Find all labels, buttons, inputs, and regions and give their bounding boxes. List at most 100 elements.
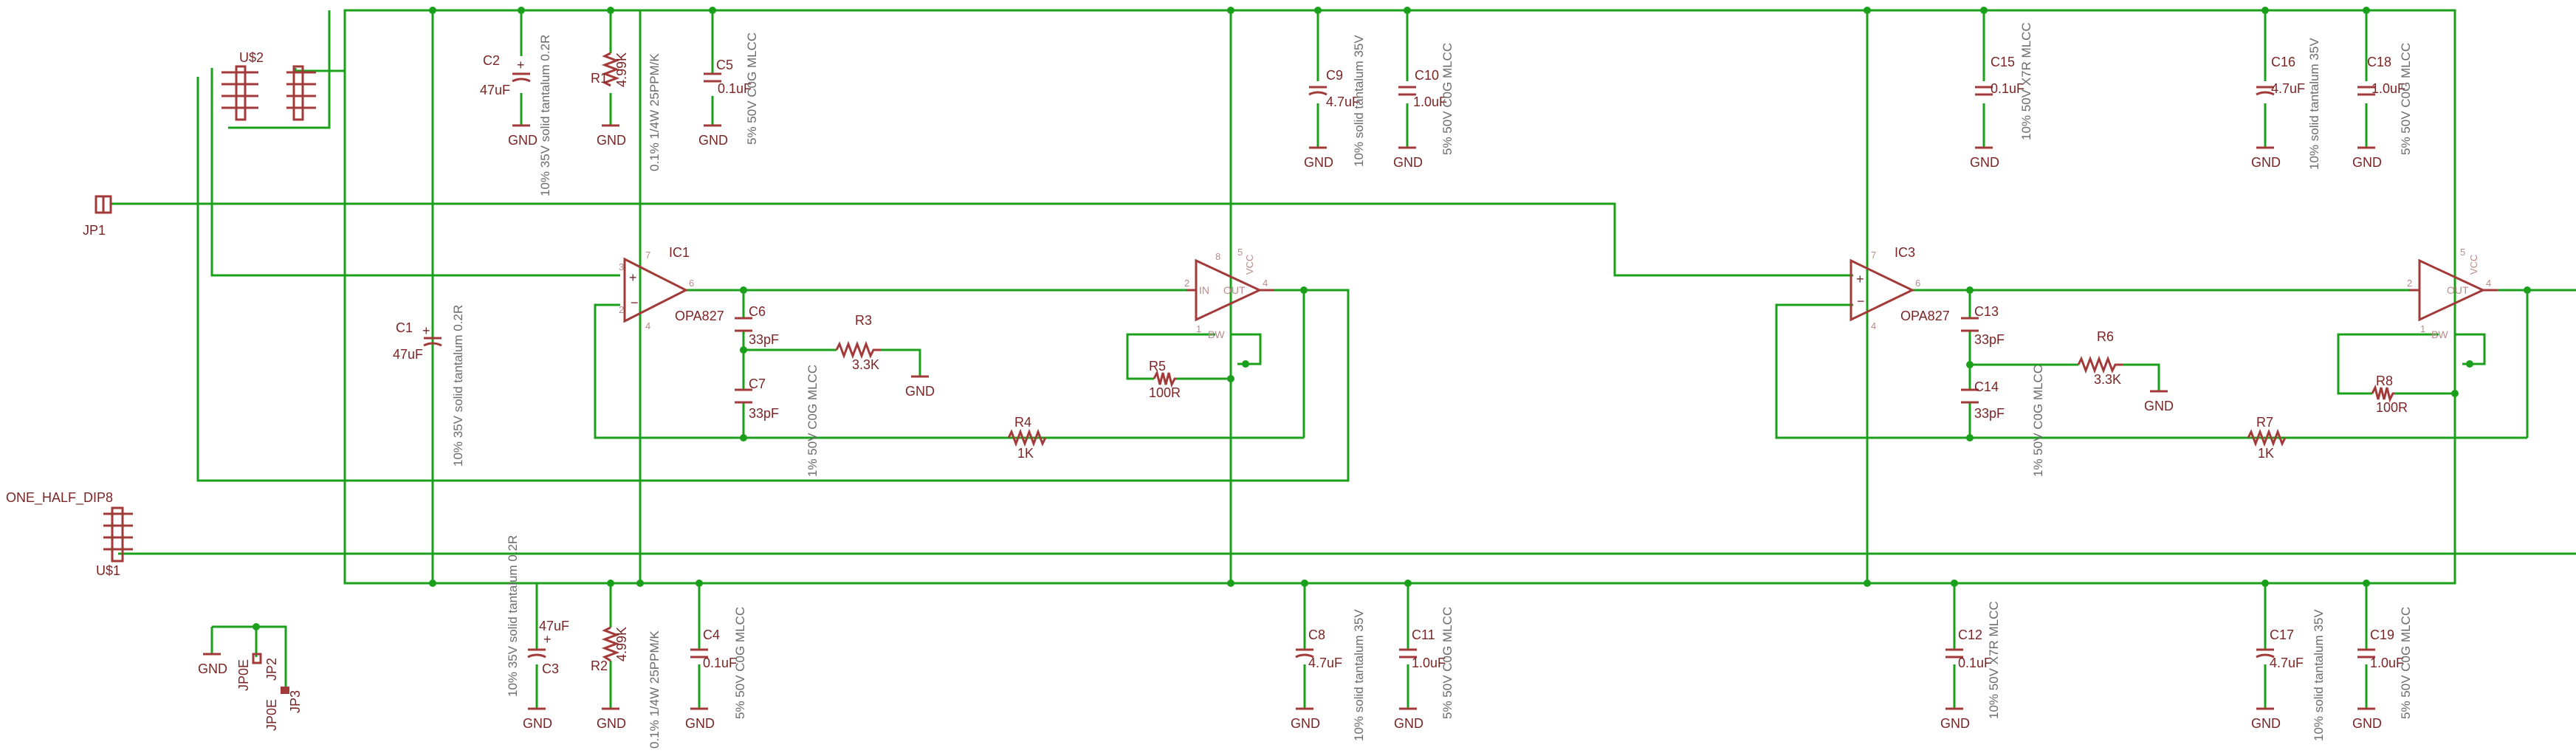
gnd-c9: GND	[1304, 146, 1333, 170]
c8-value: 4.7uF	[1308, 656, 1342, 670]
c19-desc: 5% 50V C0G MLCC	[2399, 607, 2413, 719]
junction	[2466, 360, 2473, 368]
c2-desc: 10% 35V solid tantalum 0.2R	[538, 35, 552, 196]
svg-text:1: 1	[1196, 323, 1201, 334]
junction	[429, 7, 436, 14]
capacitor-c18: C18 1.0uF 5% 50V C0G MLCC	[2357, 43, 2413, 155]
buffer-1-bw: BW	[1208, 329, 1225, 340]
r1-desc: 0.1% 1/4W 25PPM/K	[648, 53, 662, 171]
gnd-r2: GND	[597, 707, 626, 731]
svg-text:GND: GND	[1304, 155, 1333, 170]
capacitor-c2: + C2 47uF 10% 35V solid tantalum 0.2R	[480, 35, 552, 196]
c12-name: C12	[1958, 628, 1982, 642]
r1-symbol	[601, 52, 620, 87]
junction	[740, 346, 747, 354]
r3-value: 3.3K	[852, 357, 879, 372]
buffer-2-bw: BW	[2431, 329, 2448, 340]
junction	[607, 580, 614, 587]
junction	[695, 580, 703, 587]
jp0e-a-label: JP0E	[236, 659, 251, 691]
capacitor-c4: C4 0.1uF 5% 50V C0G MLCC	[690, 607, 747, 719]
gnd-c3: GND	[523, 707, 552, 731]
c13-name: C13	[1974, 304, 1999, 319]
resistor-r8: R8 100R	[2371, 374, 2408, 415]
resistor-r7: R7 1K	[2247, 415, 2287, 461]
jp2-label: JP2	[264, 658, 279, 681]
c1-name: C1	[396, 320, 413, 335]
c15-desc: 10% 50V X7R MLCC	[2019, 22, 2033, 140]
us1-body	[111, 506, 124, 563]
c15-name: C15	[1991, 55, 2015, 69]
svg-text:GND: GND	[698, 133, 728, 148]
capacitor-c12: C12 0.1uF 10% 50V X7R MLCC	[1945, 601, 2001, 719]
capacitor-c17: C17 4.7uF 10% solid tantalum 35V	[2256, 609, 2326, 741]
svg-text:5: 5	[1237, 247, 1243, 258]
c17-value: 4.7uF	[2270, 656, 2304, 670]
c5-name: C5	[716, 58, 733, 72]
c16-value: 4.7uF	[2271, 81, 2305, 96]
junction	[1980, 7, 1988, 14]
c12-desc: 10% 50V X7R MLCC	[1987, 601, 2001, 719]
svg-text:GND: GND	[1393, 155, 1423, 170]
c8-name: C8	[1308, 628, 1325, 642]
jp3-pad	[281, 687, 289, 694]
c8-symbol	[1295, 648, 1314, 659]
c2-symbol	[512, 72, 531, 83]
us1-pins	[103, 512, 133, 551]
c19-name: C19	[2370, 628, 2394, 642]
buf2-out	[2498, 289, 2576, 438]
r5-symbol	[1153, 369, 1176, 388]
c4-value: 0.1uF	[703, 656, 737, 670]
buf2-bw-net	[2337, 333, 2455, 395]
us2-body	[235, 65, 247, 121]
c7-name: C7	[749, 376, 766, 391]
c8-desc: 10% solid tantalum 35V	[1352, 609, 1366, 741]
gnd-c11: GND	[1394, 707, 1423, 731]
connector-us1: ONE_HALF_DIP8 U$1	[6, 490, 133, 578]
c10-name: C10	[1415, 68, 1439, 83]
connector-jp-group: JP0E JP2 JP0E JP3	[236, 653, 303, 731]
supply-rail-loop	[343, 9, 2456, 585]
junction	[1227, 7, 1234, 14]
r7-name: R7	[2256, 415, 2273, 430]
c3-value: 47uF	[539, 619, 569, 633]
us1-label: U$1	[96, 563, 120, 578]
svg-text:+: +	[629, 270, 637, 285]
svg-text:+: +	[543, 632, 552, 647]
c6c7-desc: 1% 50V C0G MLCC	[806, 365, 820, 477]
svg-text:+: +	[422, 323, 430, 338]
svg-text:GND: GND	[2144, 399, 2174, 413]
svg-text:4: 4	[1871, 320, 1876, 331]
svg-text:GND: GND	[685, 716, 715, 731]
c4-symbol	[690, 648, 708, 659]
c17-desc: 10% solid tantalum 35V	[2312, 609, 2326, 741]
r2-name: R2	[591, 659, 608, 673]
svg-text:−: −	[1857, 294, 1865, 309]
capacitor-c8: C8 4.7uF 10% solid tantalum 35V	[1295, 609, 1366, 741]
svg-text:6: 6	[1915, 278, 1920, 289]
r6-value: 3.3K	[2094, 372, 2121, 387]
ic3-triangle	[1849, 258, 1915, 322]
gnd-c18: GND	[2352, 146, 2382, 170]
c9-symbol	[1308, 86, 1328, 96]
c4-desc: 5% 50V C0G MLCC	[733, 607, 747, 719]
r6-name: R6	[2097, 329, 2114, 344]
c18-symbol	[2357, 86, 2375, 96]
svg-text:+: +	[1856, 272, 1864, 286]
resistor-r3: R3 3.3K	[835, 313, 881, 372]
junction	[1300, 286, 1308, 294]
c3-name: C3	[542, 661, 559, 676]
junction	[709, 7, 716, 14]
junction	[740, 434, 747, 441]
capacitor-c14: C14 33pF 1% 50V C0G MLCC	[1961, 365, 2045, 477]
c12-value: 0.1uF	[1958, 656, 1992, 670]
capacitor-c7: C7 33pF 1% 50V C0G MLCC	[735, 365, 820, 477]
junction	[1966, 434, 1974, 441]
junction	[2524, 286, 2531, 294]
r2-desc: 0.1% 1/4W 25PPM/K	[648, 630, 662, 749]
c16-desc: 10% solid tantalum 35V	[2307, 38, 2321, 170]
c5-value: 0.1uF	[718, 81, 752, 96]
svg-text:GND: GND	[2251, 716, 2281, 731]
us2-pins-right	[286, 71, 316, 109]
gnd-c12: GND	[1940, 707, 1970, 731]
